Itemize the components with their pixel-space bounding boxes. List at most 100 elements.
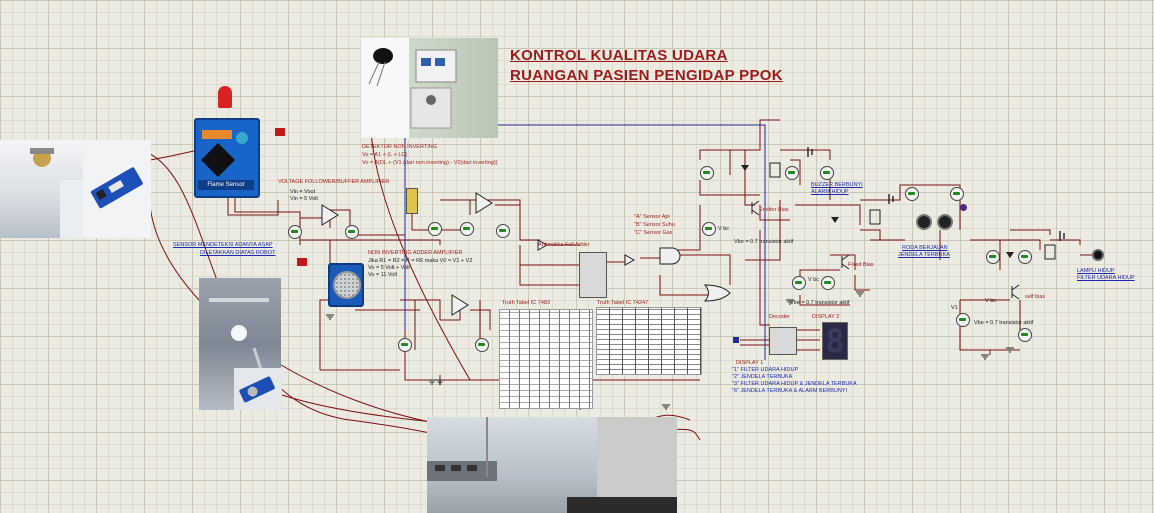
bus-wire xyxy=(497,124,766,360)
wire xyxy=(227,195,279,216)
wire xyxy=(400,299,441,320)
label-detektor-eq2: Vo = A(DL + (V1 (dari non inverting) - V… xyxy=(362,160,498,166)
voltmeter-icon xyxy=(956,313,970,327)
wire xyxy=(759,230,770,326)
label-diletakkan: DILETAKKAN DIATAS ROBOT xyxy=(200,250,276,256)
label-full-adder: Antimalika Full Adder xyxy=(538,242,590,248)
battery-icon xyxy=(888,194,894,204)
wire xyxy=(1010,229,1051,235)
label-display2: DISPLAY 2 xyxy=(812,314,840,320)
ground-icon xyxy=(981,354,989,360)
ground-icon xyxy=(428,379,436,385)
ground-icon xyxy=(436,379,444,385)
label-v-bc: V bc xyxy=(718,226,730,232)
label-truth-74247: Truth Tabel IC 74247 xyxy=(597,300,649,306)
label-decoder: Decoder xyxy=(769,314,790,320)
label-display-item2: "2" JENDELA TERBUKA xyxy=(732,374,793,380)
label-detektor: DETEKTOR NON INVERTING xyxy=(362,144,437,150)
label-sensor-a: "A" Sensor Api xyxy=(634,214,670,220)
wire xyxy=(745,200,781,261)
label-sensor-b: "B" Sensor Suhu xyxy=(634,222,675,228)
lamp-icon xyxy=(1092,249,1104,261)
voltmeter-icon xyxy=(820,166,834,180)
wire xyxy=(411,212,470,231)
diagram-title-line1: KONTROL KUALITAS UDARA xyxy=(510,47,728,64)
wire xyxy=(854,275,870,291)
and-gate-icon xyxy=(659,247,681,265)
voltmeter-icon xyxy=(496,224,510,238)
diode-icon xyxy=(831,217,839,223)
label-vin-5v: Vin = 5 Volt xyxy=(290,196,318,202)
wire xyxy=(659,275,710,296)
flame-sensor-module: Flame Sensor xyxy=(194,118,260,198)
voltmeter-icon xyxy=(986,250,1000,264)
motor-icon xyxy=(916,214,932,230)
label-v1: V1 xyxy=(951,305,958,311)
voltmeter-icon xyxy=(288,225,302,239)
gas-sensor-module xyxy=(328,263,364,307)
voltmeter-icon xyxy=(345,225,359,239)
wire xyxy=(1050,239,1081,245)
buffer-icon xyxy=(624,254,636,266)
label-vin-vout: Vin = Vout xyxy=(290,189,316,195)
wire xyxy=(795,204,861,225)
wire xyxy=(744,150,755,206)
label-display-item1: "1" FILTER UDARA HIDUP xyxy=(732,367,799,373)
voltmeter-icon xyxy=(1018,328,1032,342)
transistor-icon xyxy=(751,200,760,216)
label-vbe-aktif: Vbe = 0.7 transistor aktif xyxy=(734,239,794,245)
transistor-icon xyxy=(841,254,850,270)
label-sensor-c: "C" Sensor Gas xyxy=(634,230,673,236)
label-display1: DISPLAY 1 xyxy=(736,360,764,366)
truth-table-74247 xyxy=(596,307,702,375)
label-vbe-self: Vbe = 0.7 transistor aktif xyxy=(974,320,1034,326)
label-display-item3: "3" FILTER UDARA HIDUP & JENDELA TERBUKA xyxy=(732,381,857,387)
voltmeter-icon xyxy=(905,187,919,201)
probe-icon xyxy=(960,204,967,211)
label-adder-eq2: Vo = 5 Volt + Volt xyxy=(368,265,410,271)
label-truth-7483: Truth Tabel IC 7483 xyxy=(502,300,551,306)
label-roda-berjalan: RODA BERJALAN xyxy=(902,245,948,251)
wire xyxy=(699,119,780,160)
temp-sensor-photo xyxy=(361,38,498,138)
motor-icon xyxy=(937,214,953,230)
voltmeter-icon xyxy=(792,276,806,290)
label-self-bias: self bias xyxy=(1025,294,1046,300)
battery-icon xyxy=(1059,231,1065,241)
ground-icon xyxy=(856,291,864,297)
gas-sensor-photo xyxy=(234,368,282,410)
ground-icon xyxy=(326,314,334,320)
transistor-icon xyxy=(1011,284,1020,300)
wire xyxy=(970,239,1041,250)
diode-icon xyxy=(1006,252,1014,258)
label-lampu-hidup: LAMPU HIDUP xyxy=(1077,268,1115,274)
wire xyxy=(680,254,731,285)
voltmeter-icon xyxy=(460,222,474,236)
flame-sensor-label: Flame Sensor xyxy=(198,180,254,190)
op-amp-icon xyxy=(451,294,469,316)
voltmeter-icon xyxy=(700,166,714,180)
display-digit: 8 xyxy=(825,322,845,360)
voltmeter-icon xyxy=(398,338,412,352)
op-amp-icon xyxy=(475,192,493,214)
label-v-bc-3: V bc xyxy=(985,298,997,304)
terminal-icon xyxy=(275,128,285,136)
label-v-bc-2: V bc xyxy=(808,277,820,283)
decoder-ic xyxy=(769,327,797,355)
voltmeter-icon xyxy=(821,276,835,290)
truth-table-7483 xyxy=(499,309,593,409)
or-gate-icon xyxy=(703,284,731,302)
wire xyxy=(470,309,491,330)
wire xyxy=(495,204,540,241)
label-buzzer: BUZZER BERBUNYI xyxy=(811,182,863,188)
relay-icon xyxy=(869,209,881,225)
label-fixed-bias: Fixed Bias xyxy=(848,262,874,268)
op-amp-icon xyxy=(321,204,339,226)
label-alarm-hidup: ALARM HIDUP xyxy=(811,189,849,195)
terminal-icon xyxy=(297,258,307,266)
patient-room-photo xyxy=(427,417,677,513)
label-adder-eq3: Vo = 11 Volt xyxy=(368,272,398,278)
ground-icon xyxy=(1006,347,1014,353)
label-emitter-bias: Emitter Bias xyxy=(759,207,789,213)
switch-block xyxy=(406,188,418,214)
